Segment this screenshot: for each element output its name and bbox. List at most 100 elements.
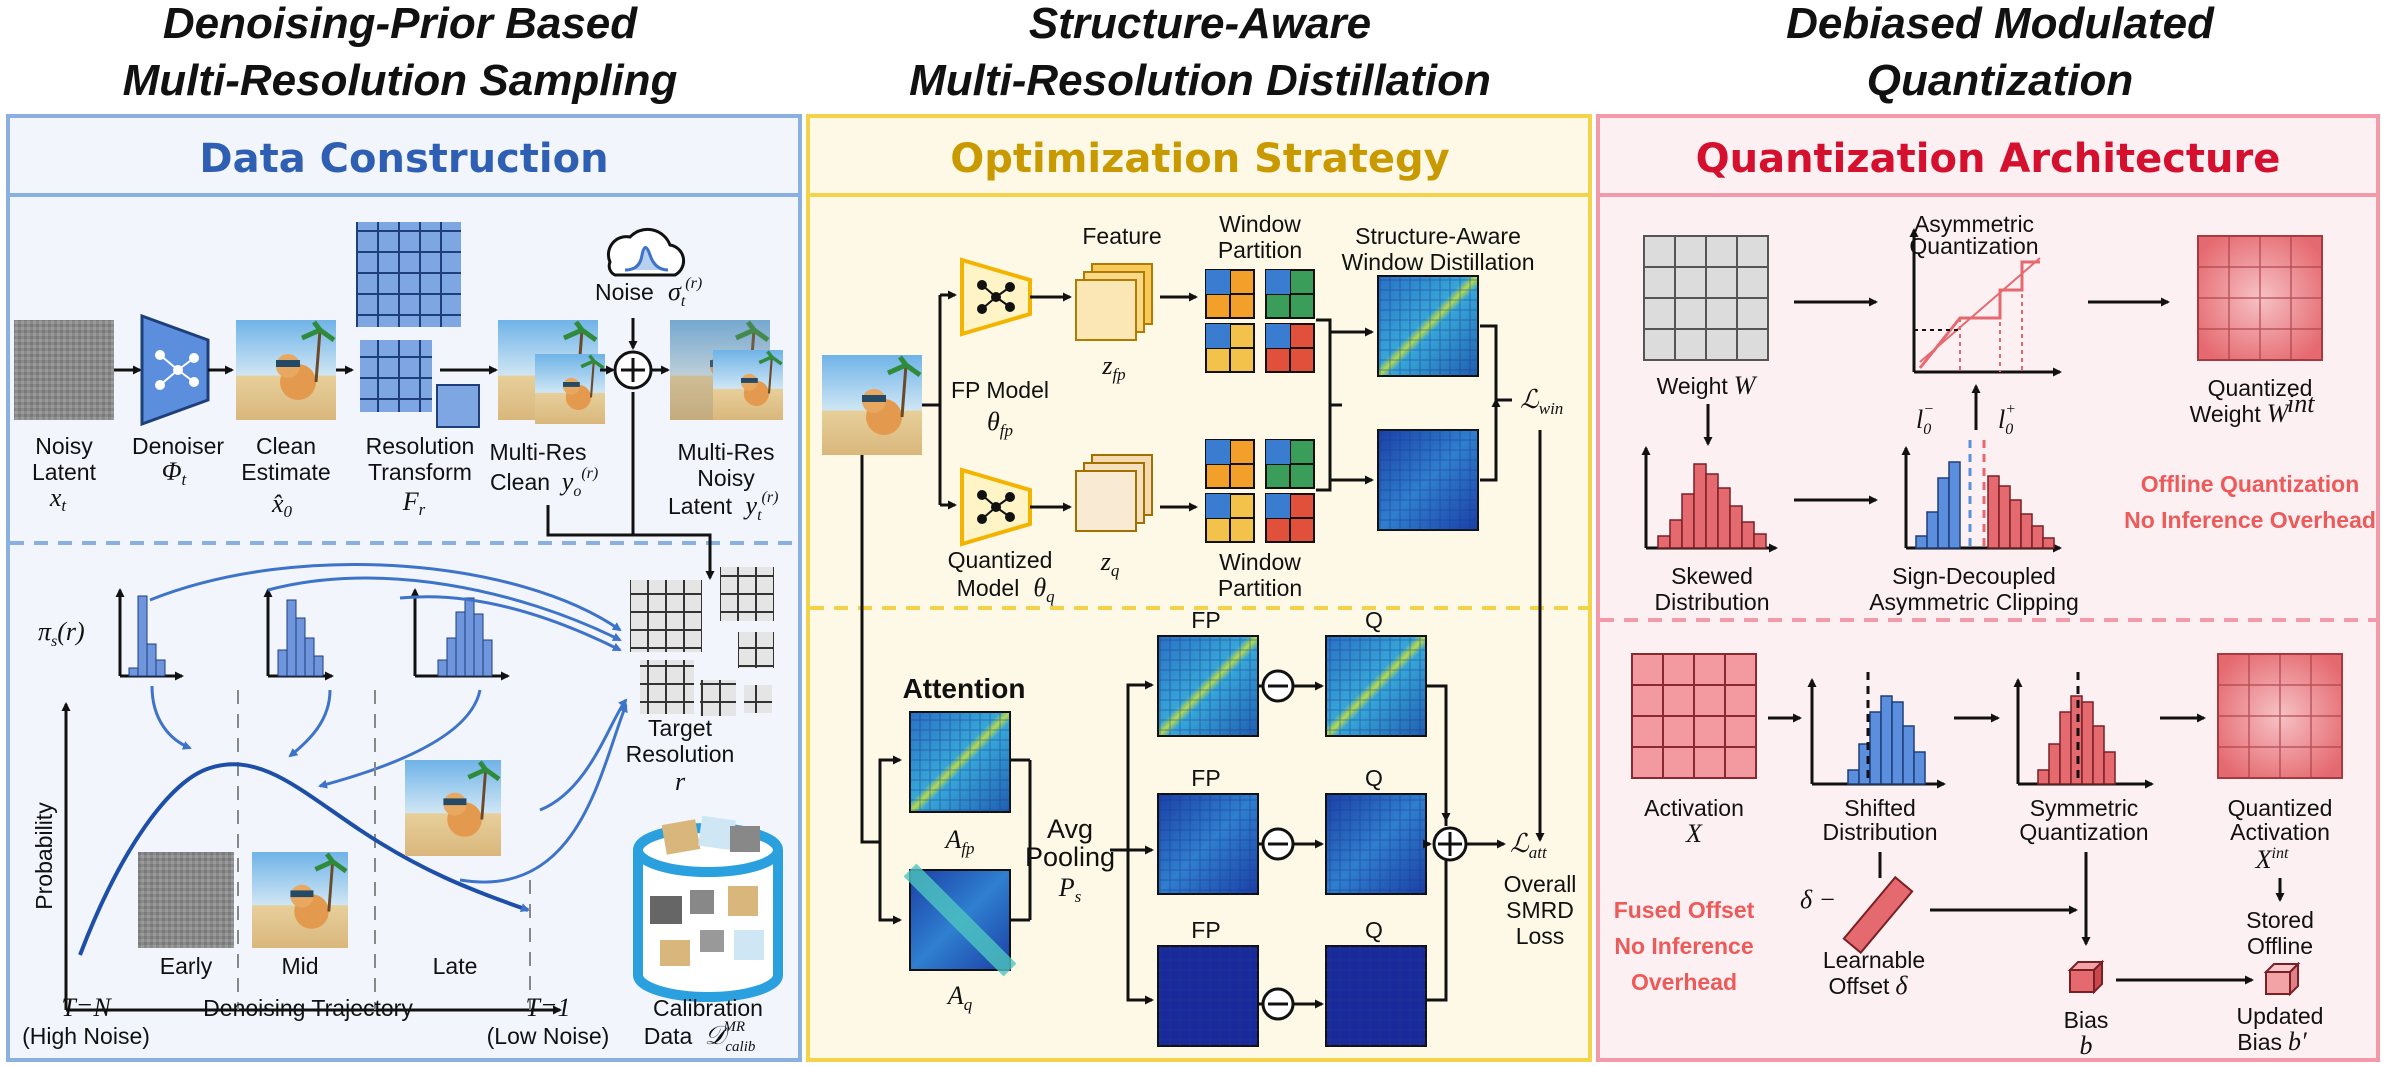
q-model-symbol: θq [1033, 573, 1055, 606]
multires-noisy-small [711, 348, 785, 422]
resolution-transform-label: Transform [368, 459, 472, 485]
mid-label: Mid [281, 953, 318, 979]
multires-noisy-symbol: yt(r) [743, 489, 779, 524]
optimization-bottom: Attention Afp Aq Avg Pooling Ps FP Q FP … [860, 455, 1577, 1047]
window-partition-label: Partition [1218, 237, 1302, 263]
multires-noisy-label: Latent [668, 493, 733, 519]
overall-loss-label: Loss [1516, 923, 1565, 949]
activation-label: Activation [1644, 795, 1744, 821]
q-label: Q [1365, 765, 1383, 791]
noisy-latent-image [14, 320, 114, 420]
resolution-grid-large [356, 222, 461, 327]
bias-label: Bias [2064, 1007, 2109, 1033]
l0-minus-label: l0− [1916, 401, 1934, 438]
overall-loss-label: SMRD [1506, 897, 1574, 923]
target-grid [700, 680, 736, 716]
q-label: Q [1365, 917, 1383, 943]
target-resolution-label: Resolution [626, 741, 735, 767]
minus-icon [1261, 669, 1295, 703]
fused-offset-note: No Inference [1614, 933, 1753, 959]
target-grid [640, 660, 694, 714]
minus-icon [1261, 827, 1295, 861]
delta-minus-label: δ − [1800, 885, 1836, 914]
multires-clean-small [533, 352, 607, 426]
target-resolution-symbol: r [675, 767, 686, 796]
minus-icon [1261, 987, 1295, 1021]
histogram-late [410, 588, 510, 681]
target-grid [738, 632, 774, 668]
resolution-grid-small [436, 384, 480, 428]
heading-distillation-line1: Structure-Aware [1029, 0, 1371, 48]
fp-model-symbol: θfp [987, 407, 1013, 440]
avg-pooling-label: Pooling [1025, 842, 1115, 872]
resolution-grid-medium [360, 340, 432, 412]
sign-decoupled-label: Asymmetric Clipping [1869, 589, 2079, 615]
input-image [822, 355, 922, 455]
histogram-mid [263, 588, 334, 681]
calibration-label: Data [644, 1023, 693, 1049]
multires-clean-label: Clean [490, 469, 550, 495]
target-grid-large [630, 580, 702, 652]
panel-title-data-construction: Data Construction [199, 136, 608, 182]
quantized-feature-map [1075, 470, 1137, 532]
mid-sample-image [252, 852, 348, 948]
symmetric-histogram [2037, 695, 2116, 785]
asymmetric-quantization-label: Quantization [1909, 233, 2038, 259]
heading-sampling-line2: Multi-Resolution Sampling [123, 56, 678, 105]
fp-feature-map [1075, 279, 1137, 341]
q-model-label: Quantized [948, 547, 1053, 573]
l-att-label: ℒatt [1510, 829, 1548, 862]
sawd-label: Window Distillation [1341, 249, 1534, 275]
multires-clean-label: Multi-Res [489, 439, 586, 465]
stored-offline-label: Offline [2247, 933, 2313, 959]
noise-symbol: σt(r) [668, 275, 702, 310]
activation-symbol: X [1685, 819, 1703, 848]
skewed-distribution-label: Distribution [1654, 589, 1769, 615]
shifted-distribution-label: Distribution [1822, 819, 1937, 845]
panel-title-quantization-architecture: Quantization Architecture [1696, 136, 2281, 182]
distribution-curve [78, 762, 530, 956]
noisy-latent-symbol: xt [49, 483, 68, 515]
heading-distillation-line2: Multi-Resolution Distillation [909, 56, 1491, 105]
network-icon [155, 350, 199, 390]
noisy-latent-label: Noisy [35, 433, 93, 459]
a-fp-label: Afp [943, 825, 974, 858]
window-partition-q [1205, 439, 1315, 543]
symmetric-quantization-label: Quantization [2019, 819, 2148, 845]
quantized-activation-label: Activation [2230, 819, 2330, 845]
learnable-offset-label: Learnable [1823, 947, 1925, 973]
updated-bias-label: Updated [2237, 1003, 2324, 1029]
heading-quantization-line1: Debiased Modulated [1786, 0, 2215, 48]
clean-estimate-label: Estimate [241, 459, 330, 485]
l0-plus-label: l0+ [1998, 401, 2016, 438]
quantized-activation-label: Quantized [2228, 795, 2333, 821]
skewed-histogram [1657, 463, 1767, 549]
early-sample-image [138, 852, 234, 948]
t-end-label: T=1 [525, 993, 570, 1022]
fused-offset-note: Overhead [1631, 969, 1737, 995]
bias-cube-icon [2067, 959, 2105, 995]
asymmetric-quantization-label: Asymmetric [1914, 211, 2034, 237]
histogram-early [115, 588, 184, 681]
q-model-label: Model [957, 575, 1020, 601]
q-label: Q [1365, 607, 1383, 633]
quantized-activation-symbol: Xint [2255, 845, 2289, 874]
clean-estimate-symbol: x̂0 [271, 489, 293, 521]
fp-label: FP [1191, 765, 1220, 791]
learnable-offset-icon [1842, 875, 1914, 955]
plus-icon [1432, 826, 1468, 862]
quantization-activation: Activation X Shifted Distribution Symmet… [1614, 653, 2343, 1060]
overall-loss-label: Overall [1504, 871, 1577, 897]
fused-offset-note: Fused Offset [1614, 897, 1755, 923]
negative-histogram [1915, 461, 1961, 549]
attention-label: Attention [903, 673, 1026, 704]
z-q-label: zq [1100, 547, 1120, 580]
feature-label: Feature [1082, 223, 1161, 249]
t-start-label: T=N [61, 993, 112, 1022]
t-start-note: (High Noise) [22, 1023, 150, 1049]
resolution-transform-symbol: Fr [402, 487, 426, 519]
fp-model-label: FP Model [951, 377, 1049, 403]
